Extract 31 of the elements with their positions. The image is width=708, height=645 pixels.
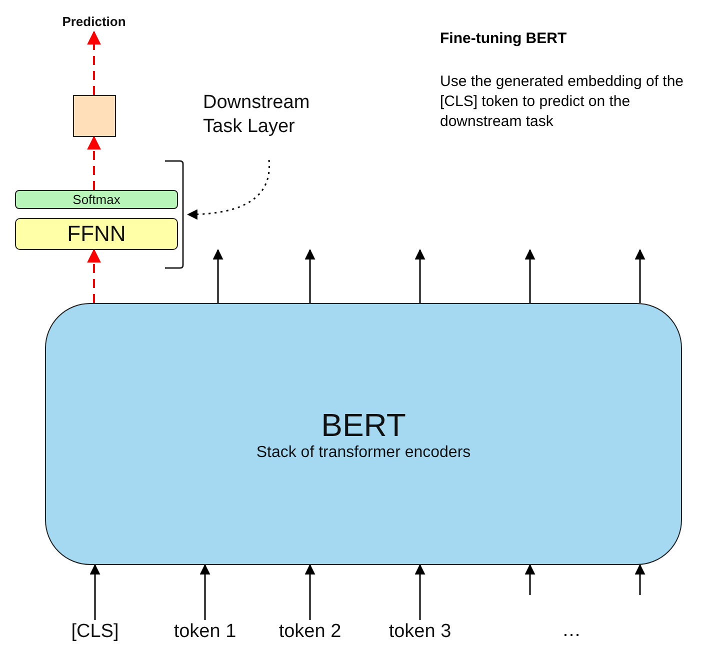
title: Fine-tuning BERT — [440, 30, 567, 47]
ellipsis-label: … — [562, 620, 581, 642]
arrow — [304, 248, 316, 303]
arrow — [634, 248, 646, 303]
annotation-text: Downstream Task Layer — [203, 90, 323, 140]
token-label: token 2 — [265, 620, 355, 644]
output-box — [73, 95, 116, 137]
arrow — [212, 248, 224, 303]
layer-box: FFNN — [15, 218, 178, 250]
arrow — [87, 248, 101, 303]
arrow — [414, 564, 426, 620]
bracket — [165, 160, 184, 269]
note-text: Use the generated embedding of the [CLS] token to predict on the downstream task — [440, 72, 685, 132]
subtitle-text: Stack of transformer encoders — [256, 444, 471, 462]
arrow — [634, 564, 646, 595]
leader-line — [186, 160, 270, 220]
arrow — [87, 136, 101, 190]
arrow — [87, 30, 101, 95]
arrow — [304, 564, 316, 620]
output-label: Prediction — [52, 10, 136, 32]
token-label: [CLS] — [50, 620, 140, 644]
arrow — [200, 564, 210, 620]
arrow — [90, 564, 100, 620]
arrow — [524, 248, 536, 303]
model-box — [45, 303, 682, 565]
layer-box: Softmax — [15, 190, 178, 209]
token-label: token 1 — [160, 620, 250, 644]
heading-text: BERT — [321, 406, 406, 444]
token-label: token 3 — [375, 620, 465, 644]
arrow — [414, 248, 426, 303]
arrow — [524, 564, 536, 595]
